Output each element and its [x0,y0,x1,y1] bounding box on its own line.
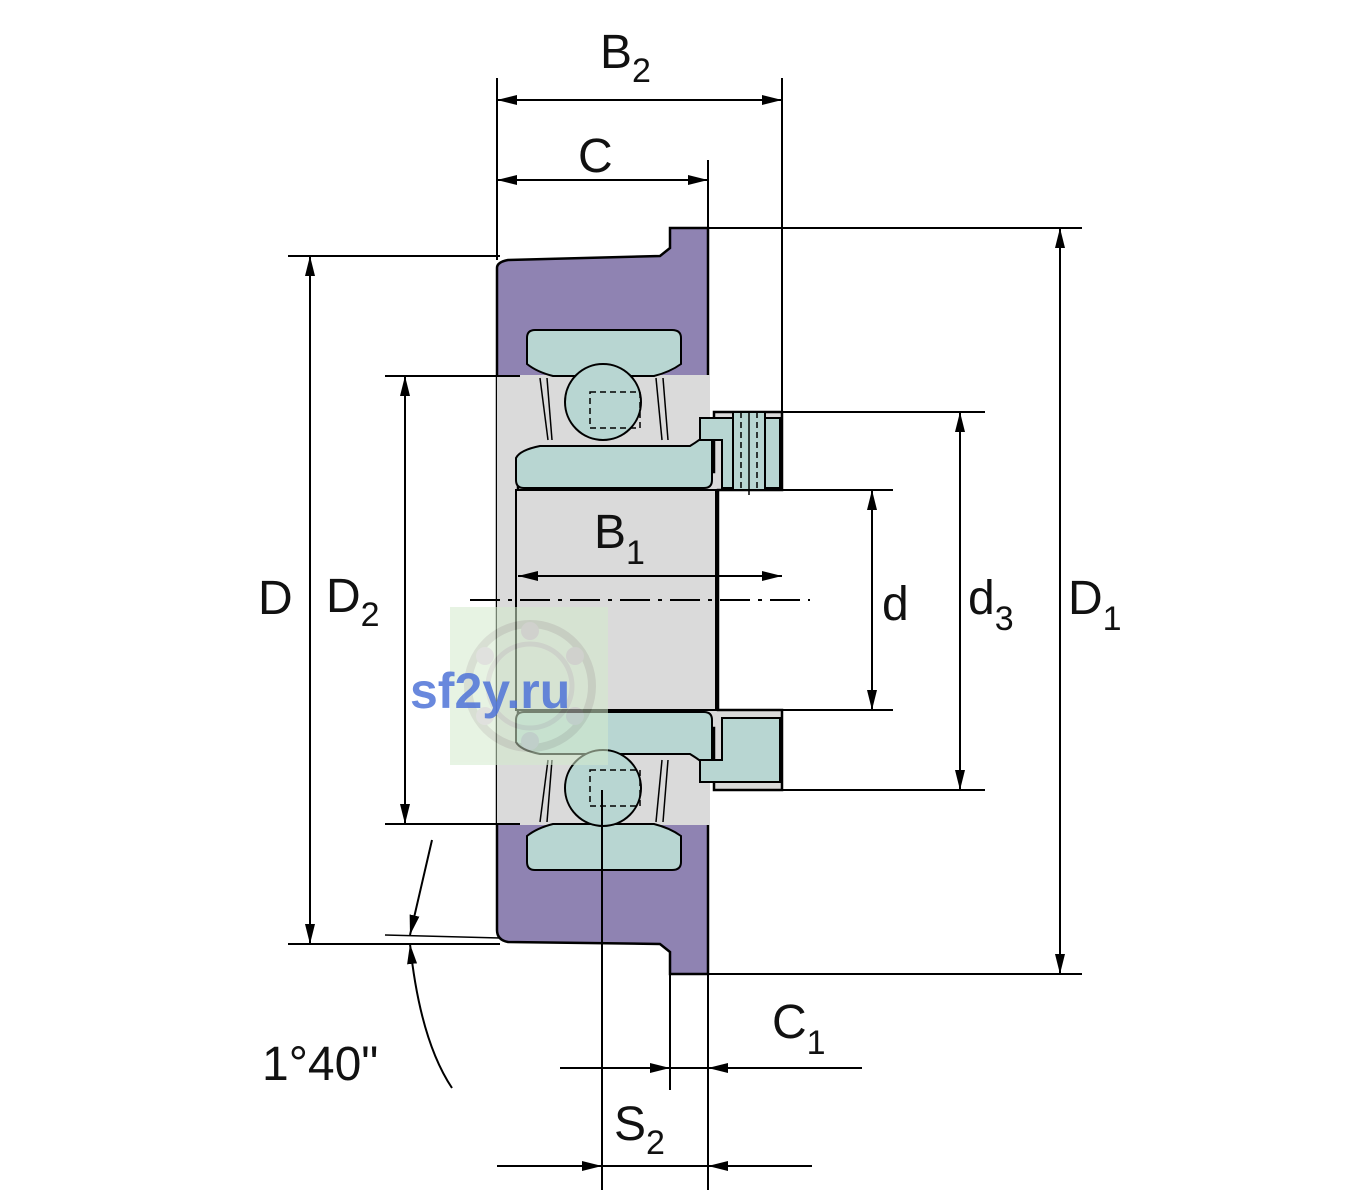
label-B2: B2 [600,26,651,90]
label-C1: C1 [772,996,826,1062]
label-d: d [882,578,909,631]
watermark-text: sf2y.ru [410,663,570,719]
outer-ring-bottom [526,823,682,871]
ball-top [564,363,642,441]
label-D2: D2 [326,570,380,634]
angle-arc-upper [409,839,433,936]
label-C: C [578,130,613,183]
label-D1: D1 [1068,572,1122,638]
label-D: D [258,572,293,625]
inner-ring-top [515,427,713,489]
outer-ring-top [526,329,682,377]
label-angle: 1°40" [262,1038,378,1091]
watermark-logo [450,607,608,765]
angle-arc-lower [407,943,453,1089]
label-d3: d3 [968,572,1014,638]
label-B1: B1 [594,506,645,572]
label-S2: S2 [614,1098,665,1162]
collar-bottom [699,717,781,783]
